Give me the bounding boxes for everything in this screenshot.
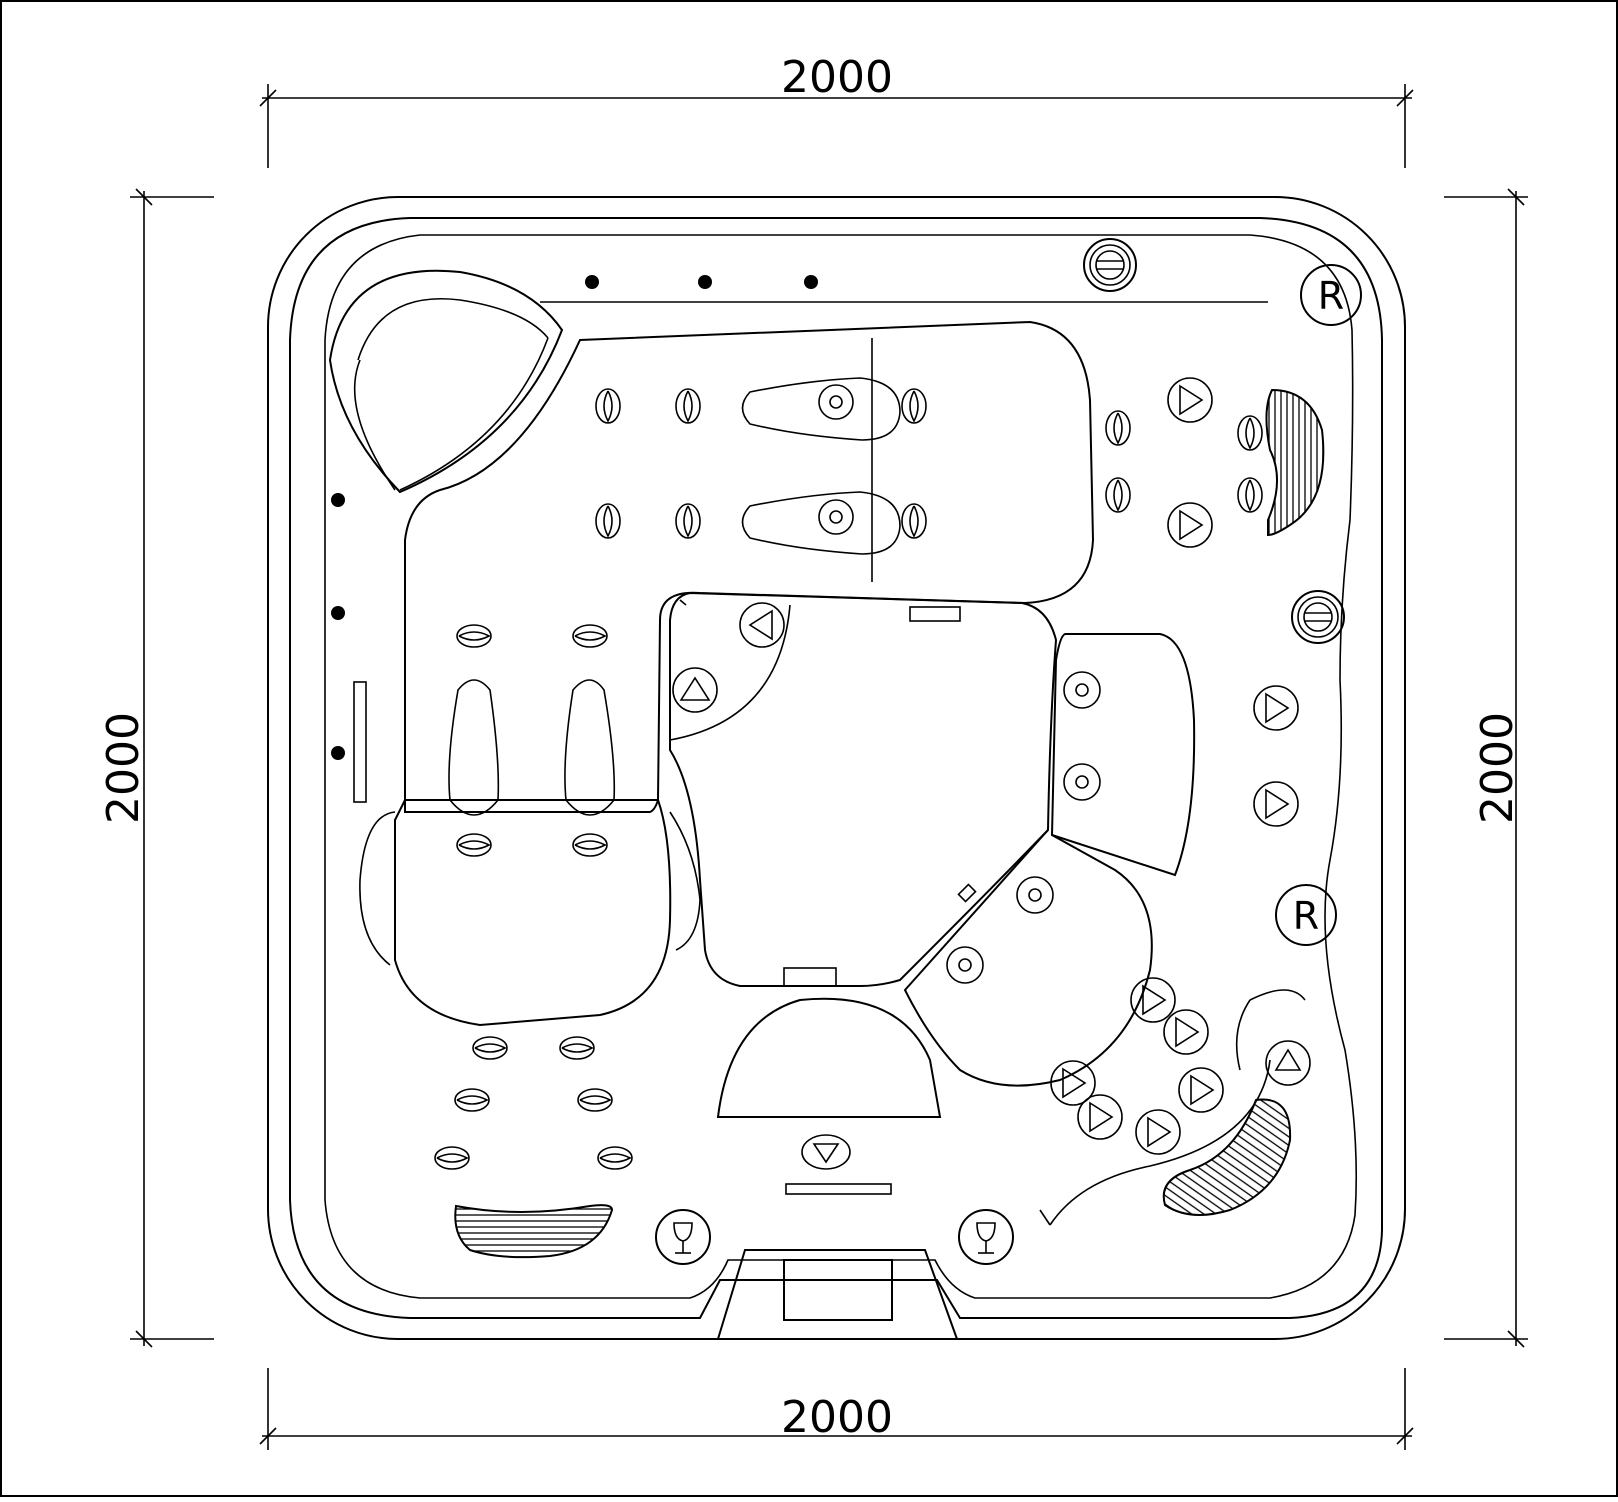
- dimension-left: 2000: [98, 188, 214, 1348]
- filter-cap-icon: [1291, 590, 1345, 644]
- eye-jet-icon: [901, 503, 927, 539]
- eye-jet-icon: [595, 503, 621, 539]
- eye-jet-icon: [559, 1036, 595, 1060]
- dimension-top-label: 2000: [781, 52, 893, 103]
- dimension-right-label: 2000: [1472, 712, 1523, 824]
- eye-jet-icon: [456, 624, 492, 648]
- triangle-jet-icon: [801, 1134, 851, 1170]
- eye-jet-icon: [472, 1036, 508, 1060]
- dot-icon: [331, 493, 345, 507]
- triangle-jet-icon: [672, 667, 718, 713]
- spa-interior: [328, 269, 1306, 1226]
- return-marker-upper: R: [1300, 264, 1362, 326]
- triangle-jet-icon: [1163, 1009, 1209, 1055]
- eye-jet-icon: [675, 503, 701, 539]
- triangle-jet-icon: [1167, 377, 1213, 423]
- triangle-jet-icon: [1178, 1067, 1224, 1113]
- eye-jet-icon: [1105, 477, 1131, 513]
- eye-jet-icon: [454, 1088, 490, 1112]
- dot-icon: [331, 746, 345, 760]
- control-panel: [783, 1259, 893, 1321]
- triangle-jet-icon: [1265, 1040, 1311, 1086]
- round-jet-icon: [946, 946, 984, 984]
- round-jet-icon: [1063, 763, 1101, 801]
- dot-icon: [331, 606, 345, 620]
- eye-jet-icon: [901, 388, 927, 424]
- hatched-pillow-icon: [1162, 1098, 1292, 1216]
- eye-jet-icon: [1105, 410, 1131, 446]
- spa-shell: [267, 196, 1406, 1340]
- triangle-jet-icon: [1130, 977, 1176, 1023]
- eye-jet-icon: [595, 388, 621, 424]
- triangle-jet-icon: [1077, 1094, 1123, 1140]
- hatched-pillow-icon: [454, 1204, 614, 1259]
- round-jet-icon: [1016, 876, 1054, 914]
- wine-glass-icon: [958, 1209, 1014, 1265]
- eye-jet-icon: [1237, 415, 1263, 451]
- eye-jet-icon: [1237, 477, 1263, 513]
- eye-jet-icon: [434, 1146, 470, 1170]
- return-marker-lower: R: [1275, 884, 1337, 946]
- wine-glass-icon: [655, 1209, 711, 1265]
- return-label-lower: R: [1293, 894, 1319, 938]
- triangle-jet-icon: [1135, 1109, 1181, 1155]
- eye-jet-icon: [572, 624, 608, 648]
- hatched-pillow-icon: [1265, 388, 1325, 537]
- eye-jet-icon: [597, 1146, 633, 1170]
- dot-icon: [804, 275, 818, 289]
- triangle-jet-icon: [1253, 685, 1299, 731]
- dimension-right: 2000: [1444, 188, 1528, 1348]
- triangle-jet-icon: [739, 602, 785, 648]
- triangle-jet-icon: [1050, 1060, 1096, 1106]
- dimension-bottom-label: 2000: [781, 1392, 893, 1443]
- return-label-upper: R: [1318, 274, 1344, 318]
- eye-jet-icon: [675, 388, 701, 424]
- dimension-top: 2000: [259, 52, 1414, 168]
- eye-jet-icon: [456, 833, 492, 857]
- dot-icon: [585, 275, 599, 289]
- dimension-left-label: 2000: [98, 712, 149, 824]
- eye-jet-icon: [577, 1088, 613, 1112]
- triangle-jet-icon: [1167, 502, 1213, 548]
- eye-jet-icon: [572, 833, 608, 857]
- round-jet-icon: [818, 499, 854, 535]
- dot-icon: [698, 275, 712, 289]
- filter-cap-icon: [1083, 238, 1137, 292]
- round-jet-icon: [1063, 671, 1101, 709]
- round-jet-icon: [818, 384, 854, 420]
- dimension-bottom: 2000: [259, 1368, 1414, 1450]
- triangle-jet-icon: [1253, 781, 1299, 827]
